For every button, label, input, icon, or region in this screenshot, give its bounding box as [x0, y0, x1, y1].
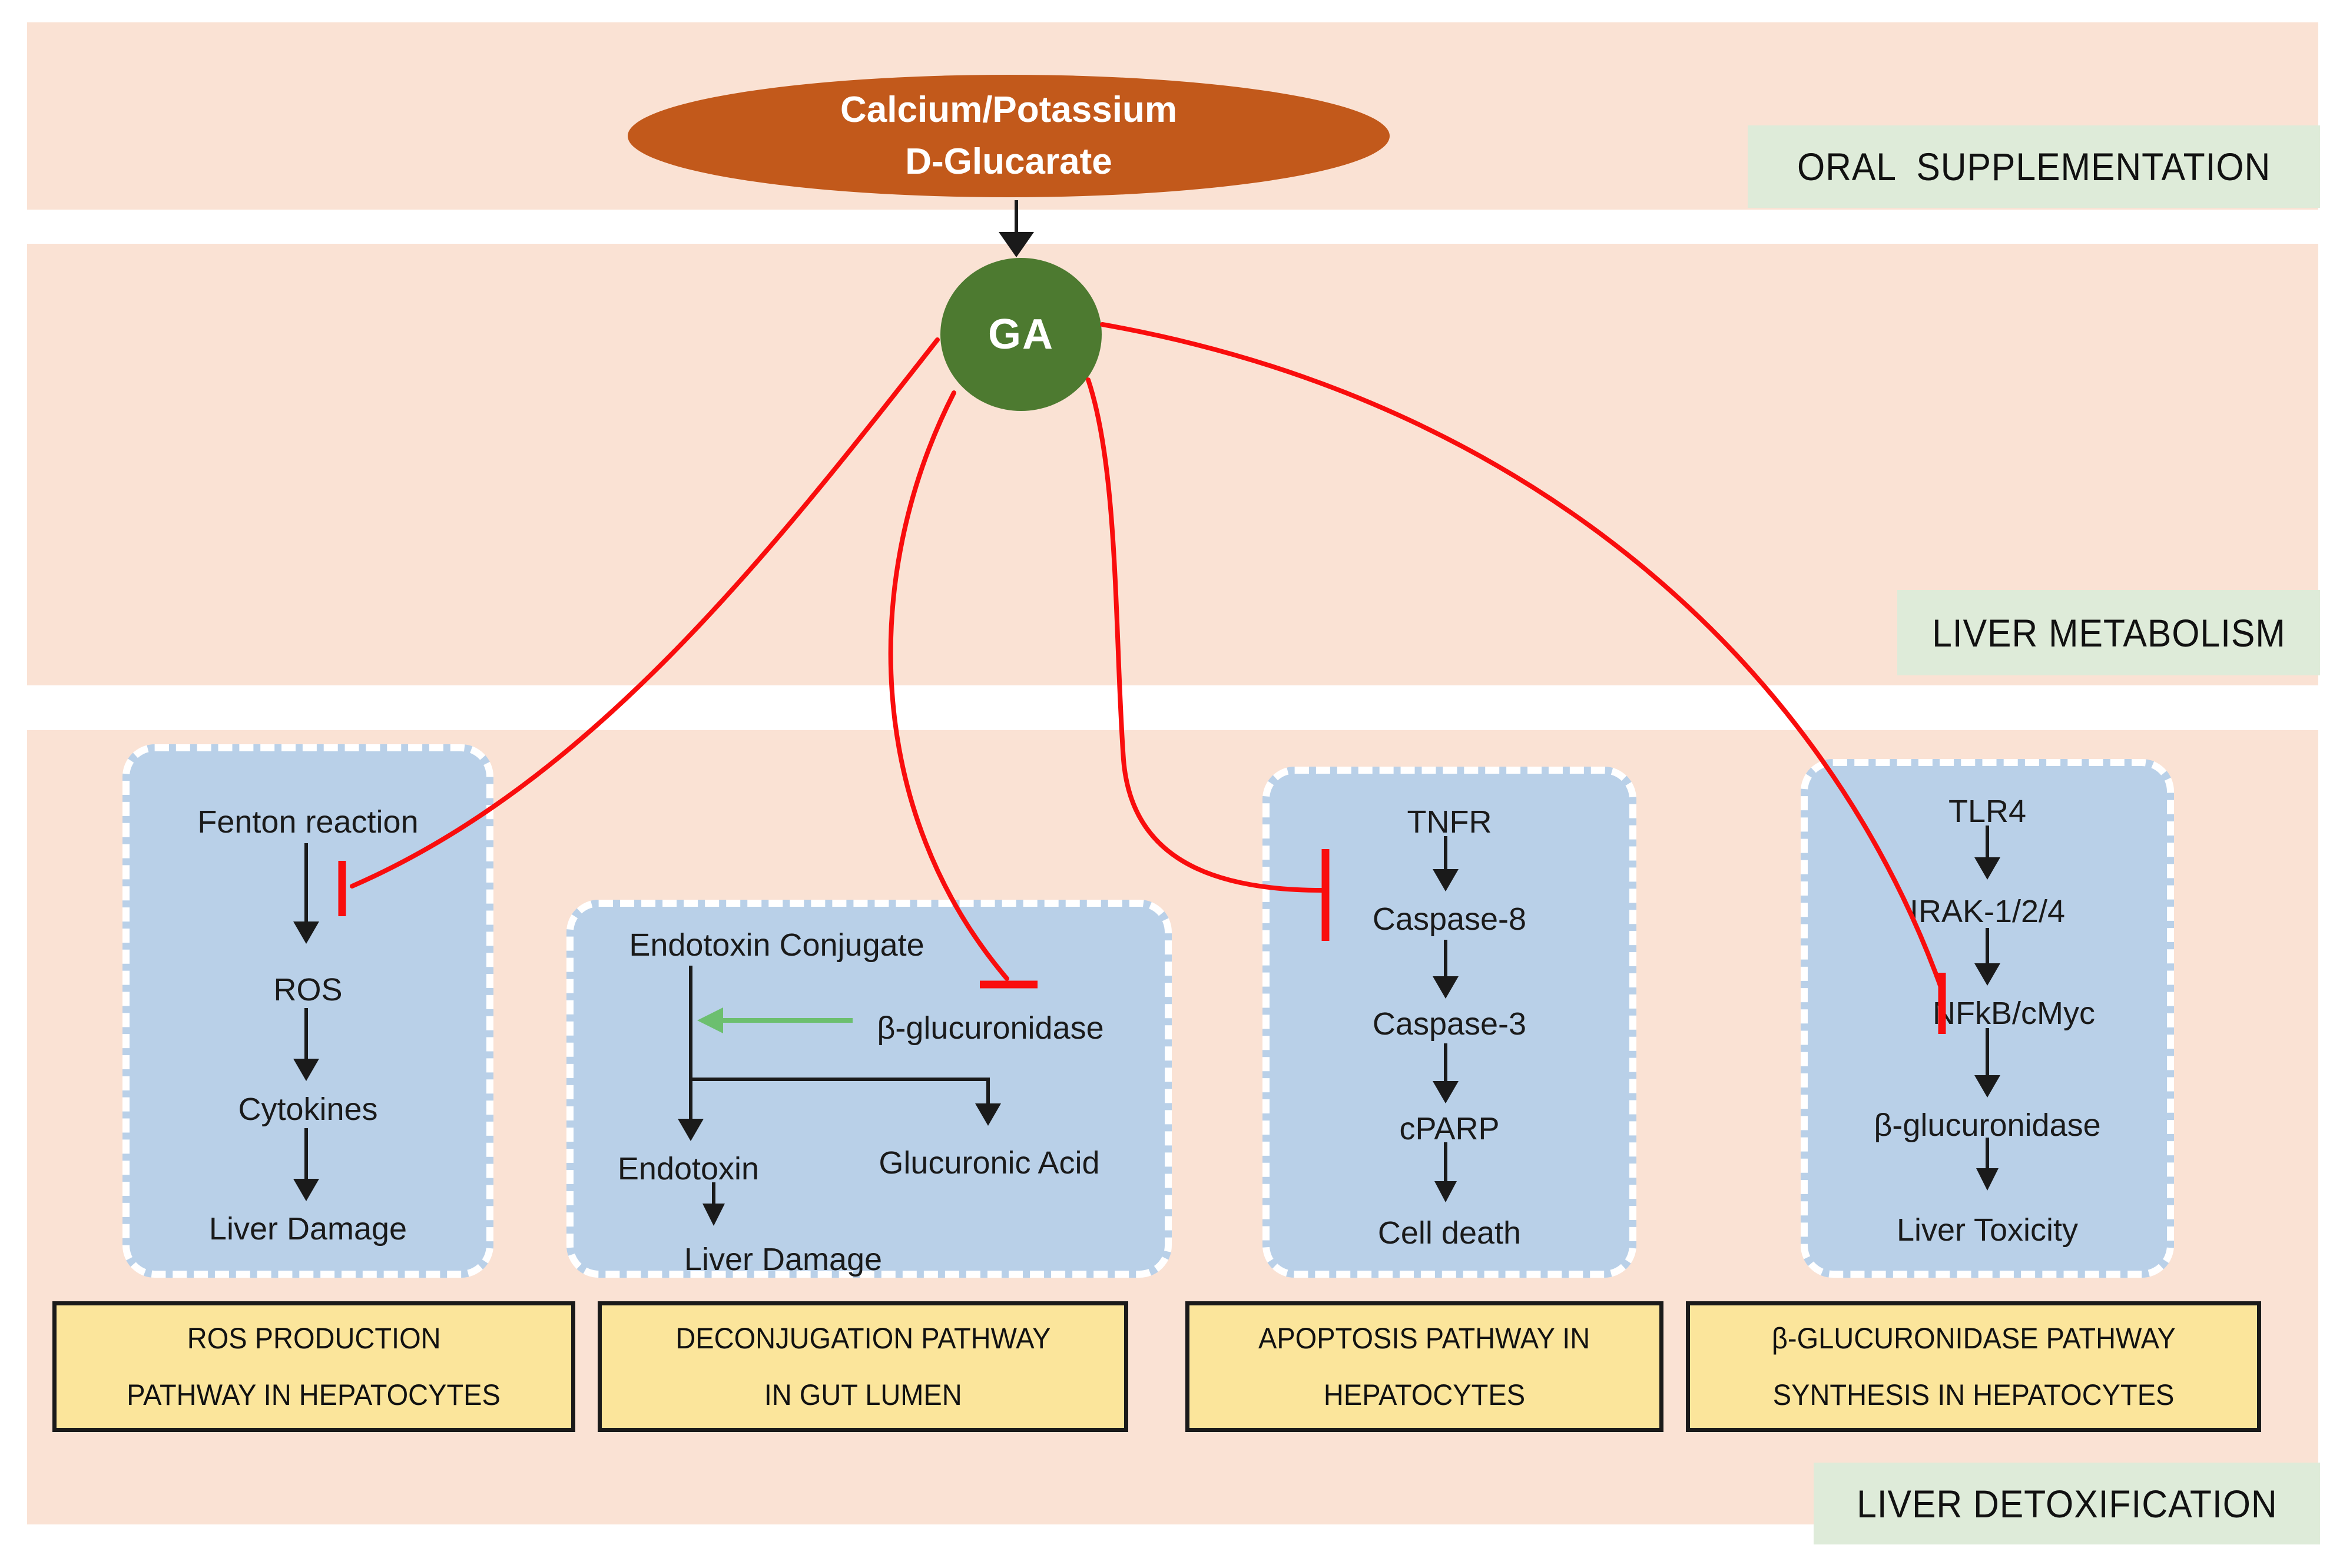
node-beta-glucuronidase-hep: β-glucuronidase [1874, 1108, 2101, 1143]
node-glucuronic-acid: Glucuronic Acid [879, 1145, 1100, 1181]
deconjugation-pathway-box: Endotoxin Conjugate β-glucuronidase Endo… [566, 900, 1172, 1278]
node-cytokines: Cytokines [238, 1092, 378, 1127]
node-cell-death: Cell death [1377, 1215, 1522, 1251]
apoptosis-pathway-box: TNFR Caspase-8 Caspase-3 cPARP Cell deat… [1262, 767, 1636, 1278]
node-caspase-8: Caspase-8 [1372, 901, 1527, 937]
supplement-name-line1: Calcium/Potassium [840, 89, 1177, 130]
caption-deconjugation-line2: IN GUT LUMEN [764, 1378, 962, 1411]
caption-deconjugation-line1: DECONJUGATION PATHWAY [675, 1322, 1051, 1355]
caption-ros-pathway: ROS PRODUCTION PATHWAY IN HEPATOCYTES [52, 1301, 575, 1432]
bglucuronidase-pathway-box: TLR4 IRAK-1/2/4 NFkB/cMyc β-glucuronidas… [1801, 759, 2174, 1278]
node-tnfr: TNFR [1407, 804, 1492, 840]
ga-label: GA [988, 311, 1054, 358]
stage-label-liver-metabolism: LIVER METABOLISM [1897, 590, 2320, 675]
caption-ros-line2: PATHWAY IN HEPATOCYTES [127, 1378, 501, 1411]
node-irak-124: IRAK-1/2/4 [1909, 894, 2066, 929]
node-caspase-3: Caspase-3 [1372, 1006, 1527, 1042]
stage-label-oral-supplementation: ORAL SUPPLEMENTATION [1748, 125, 2320, 208]
node-beta-glucuronidase-gut: β-glucuronidase [877, 1010, 1104, 1046]
caption-ros-line1: ROS PRODUCTION [187, 1322, 441, 1355]
stage-label-detox-text: LIVER DETOXIFICATION [1856, 1481, 2278, 1526]
node-fenton-reaction: Fenton reaction [197, 804, 419, 840]
stage-label-liver-detoxification: LIVER DETOXIFICATION [1814, 1463, 2320, 1544]
caption-apoptosis-line1: APOPTOSIS PATHWAY IN [1258, 1322, 1590, 1355]
node-cparp: cPARP [1399, 1111, 1500, 1146]
caption-bglucuronidase-line2: SYNTHESIS IN HEPATOCYTES [1772, 1378, 2175, 1411]
caption-bglucuronidase-pathway: β-GLUCURONIDASE PATHWAY SYNTHESIS IN HEP… [1686, 1301, 2261, 1432]
supplement-node: Calcium/Potassium D-Glucarate [628, 75, 1390, 197]
node-liver-damage-ros: Liver Damage [208, 1211, 407, 1247]
node-liver-damage-gut: Liver Damage [684, 1242, 883, 1277]
caption-apoptosis-pathway: APOPTOSIS PATHWAY IN HEPATOCYTES [1185, 1301, 1663, 1432]
supplement-name-line2: D-Glucarate [905, 141, 1112, 182]
caption-apoptosis-line2: HEPATOCYTES [1323, 1378, 1526, 1411]
caption-bglucuronidase-line1: β-GLUCURONIDASE PATHWAY [1771, 1322, 2176, 1355]
stage-label-oral-text: ORAL SUPPLEMENTATION [1797, 145, 2271, 188]
node-ros: ROS [273, 972, 343, 1007]
node-nfkb-cmyc: NFkB/cMyc [1933, 996, 2095, 1031]
node-endotoxin-conjugate: Endotoxin Conjugate [629, 927, 924, 963]
ros-pathway-box: Fenton reaction ROS Cytokines Liver Dama… [122, 744, 493, 1278]
node-liver-toxicity: Liver Toxicity [1896, 1212, 2079, 1248]
stage-label-metabolism-text: LIVER METABOLISM [1931, 611, 2286, 655]
caption-deconjugation-pathway: DECONJUGATION PATHWAY IN GUT LUMEN [598, 1301, 1128, 1432]
node-endotoxin: Endotoxin [617, 1151, 760, 1186]
node-tlr4: TLR4 [1948, 794, 2027, 829]
ga-node: GA [940, 258, 1102, 411]
